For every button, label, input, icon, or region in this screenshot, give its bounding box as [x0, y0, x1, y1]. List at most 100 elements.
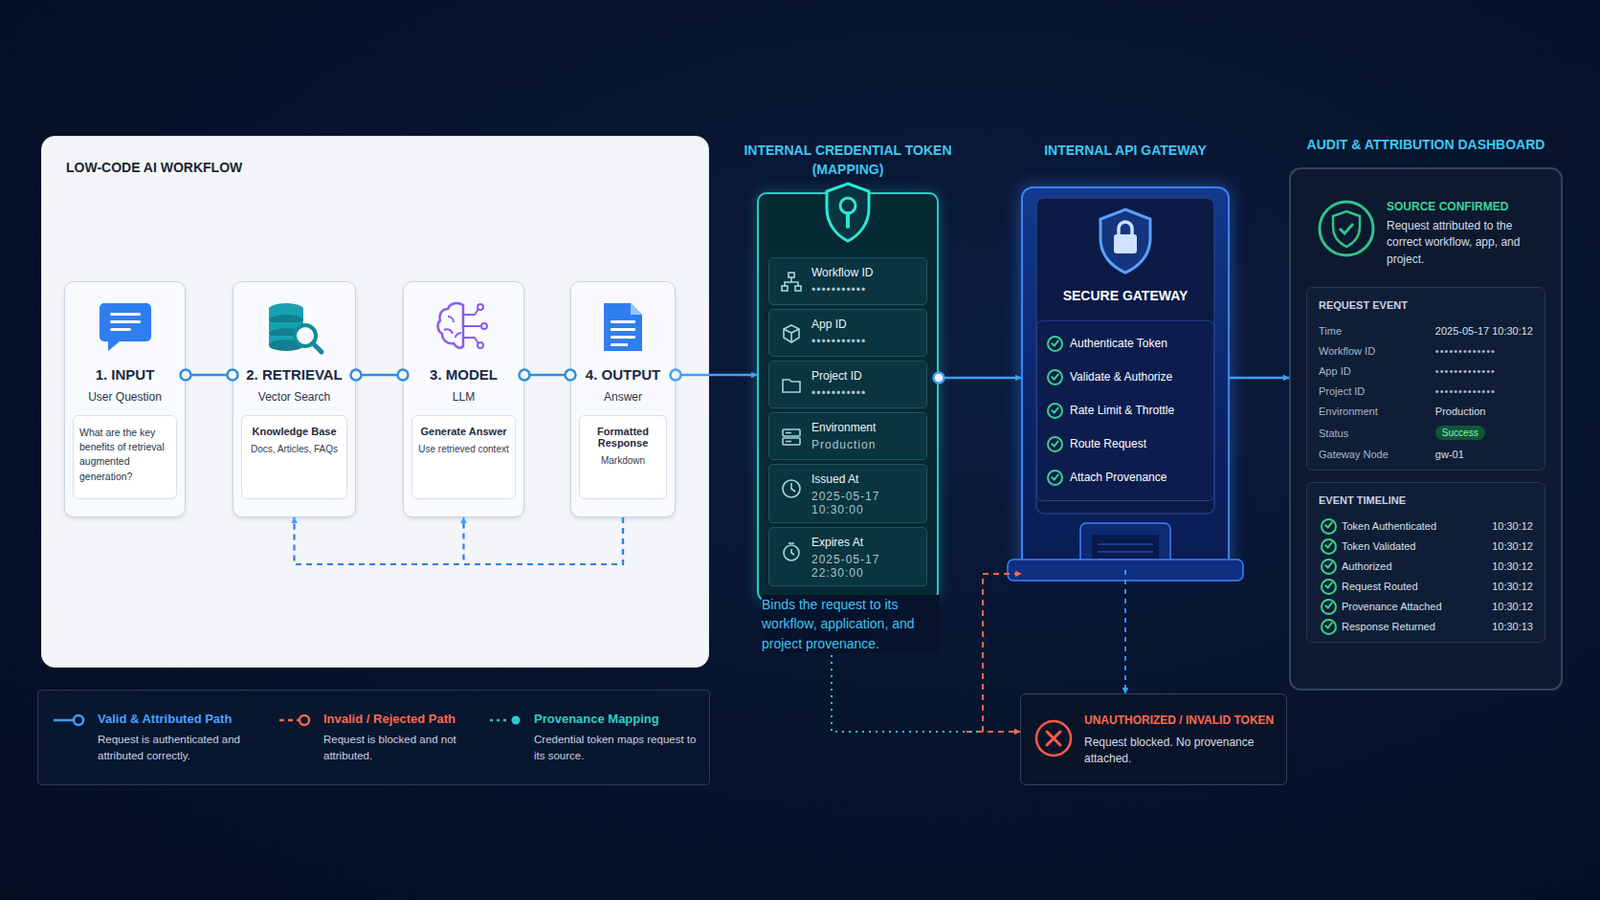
icon	[780, 375, 802, 397]
error-box: UNAUTHORIZED / INVALID TOKENRequest bloc…	[1020, 693, 1288, 786]
gateway-box: INTERNAL API GATEWAYSECURE GATEWAYAuthen…	[1021, 186, 1230, 571]
node-text: Workflow ID	[1318, 345, 1428, 357]
connector	[831, 601, 1021, 733]
node-text: Project ID	[1318, 385, 1428, 398]
node-text: SECURE GATEWAY	[1036, 288, 1215, 304]
connector-dot	[670, 370, 682, 381]
node-heading: App ID	[811, 317, 921, 332]
icon	[488, 712, 523, 729]
drawing-part	[444, 316, 462, 338]
node-text: Request Routed	[1318, 580, 1485, 593]
node-text: Rate Limit & Throttle	[1044, 394, 1206, 428]
drawing-part	[788, 272, 795, 278]
node-heading: EVENT TIMELINE	[1318, 494, 1534, 507]
node-text: 10:30:12	[1491, 600, 1534, 613]
node-heading: 3. MODEL	[429, 366, 498, 383]
icon	[51, 712, 87, 729]
drawing-part	[845, 213, 850, 227]
drawing-part	[99, 303, 152, 352]
drawing-part	[840, 198, 856, 214]
icon-holder	[96, 299, 155, 359]
node-text: •••••••••••••	[1435, 345, 1534, 357]
drawing-part	[110, 312, 141, 316]
node-text: •••••••••••	[811, 386, 921, 400]
event-table: REQUEST EVENTTime2025-05-17 10:30:12Work…	[1306, 287, 1546, 471]
drawing-part	[783, 325, 800, 343]
drawing-part	[110, 328, 132, 332]
drawing-part	[299, 715, 310, 726]
legend-swatch	[277, 712, 312, 733]
drawing-part	[110, 320, 141, 324]
icon	[600, 299, 646, 356]
icon	[821, 180, 875, 245]
node-text: Production	[811, 438, 921, 452]
drawing-part	[781, 286, 788, 291]
node-heading: What are the key benefits of retrieval a…	[79, 425, 171, 485]
legend-swatch	[51, 712, 87, 733]
drawing-part	[791, 483, 796, 492]
node-heading: Knowledge Base	[247, 425, 341, 438]
icon-holder	[263, 299, 327, 361]
node-heading: LOW-CODE AI WORKFLOW	[66, 159, 243, 176]
icon-holder	[780, 426, 802, 452]
status-box: SOURCE CONFIRMEDRequest attributed to th…	[1306, 186, 1546, 276]
drawing-part	[312, 343, 322, 353]
connector-line	[464, 517, 624, 565]
legend-entry: Invalid / Rejected PathRequest is blocke…	[277, 711, 493, 766]
drawing-part	[784, 277, 799, 287]
node-heading: Formatted Response	[585, 425, 661, 449]
legend-note: Request is authenticated and attributed …	[97, 732, 267, 766]
node-text: Route Request	[1044, 427, 1206, 462]
node-heading: Environment	[811, 421, 921, 435]
icon	[96, 299, 155, 356]
drawing-part	[610, 328, 636, 332]
connector-dot	[180, 370, 192, 381]
token-field: Workflow ID•••••••••••	[768, 257, 928, 306]
node-text: Use retrieved context	[418, 443, 510, 457]
icon-holder	[780, 478, 802, 504]
node-heading: 1. INPUT	[95, 366, 156, 383]
drawing-part	[477, 342, 484, 349]
node-text: Markdown	[585, 454, 661, 468]
drawing-part	[489, 719, 510, 723]
node-heading: Project ID	[811, 369, 921, 383]
connector	[1125, 570, 1127, 694]
drawing-part	[1036, 721, 1071, 756]
drawing-part	[826, 183, 869, 242]
drawing-part	[1319, 201, 1374, 256]
drawing-part	[610, 343, 628, 347]
legend-swatch	[488, 712, 523, 733]
drawing-part	[782, 480, 800, 498]
drawing-part	[477, 304, 484, 311]
icon	[780, 541, 802, 563]
detail-box: Knowledge BaseDocs, Articles, FAQs	[241, 415, 348, 500]
node-text: gw-01	[1435, 448, 1534, 461]
legend-note: Credential token maps request to its sou…	[533, 732, 704, 766]
node-text: •••••••••••••	[1435, 365, 1534, 378]
legend-text: Valid & Attributed Path	[97, 711, 267, 727]
node-text: Response Returned	[1318, 621, 1485, 633]
node-text: App ID	[1318, 365, 1428, 378]
connector-dot	[565, 370, 577, 381]
token-field: Project ID •••••••••••	[768, 360, 928, 409]
drawing-part	[437, 303, 463, 349]
icon-holder	[780, 375, 802, 400]
drawing-part	[279, 719, 299, 723]
step-card: 4. OUTPUTAnswerFormatted ResponseMarkdow…	[570, 281, 676, 518]
connector-dot	[351, 370, 362, 381]
icon	[780, 271, 802, 293]
node-text: Vector Search	[258, 390, 331, 404]
step-card: 2. RETRIEVALVector SearchKnowledge BaseD…	[232, 281, 356, 518]
drawing-part	[1046, 732, 1061, 746]
detail-box: Generate AnswerUse retrieved context	[411, 415, 516, 500]
node-heading: 4. OUTPUT	[585, 366, 661, 383]
connector	[1229, 377, 1289, 379]
connector-dot	[933, 373, 945, 384]
connector	[294, 517, 624, 565]
connector	[519, 370, 577, 381]
drawing-part	[610, 335, 636, 339]
icon	[1032, 717, 1075, 760]
connector	[180, 370, 239, 381]
icon-holder	[780, 323, 802, 349]
node-text: 2025-05-17 22:30:00	[811, 553, 921, 580]
